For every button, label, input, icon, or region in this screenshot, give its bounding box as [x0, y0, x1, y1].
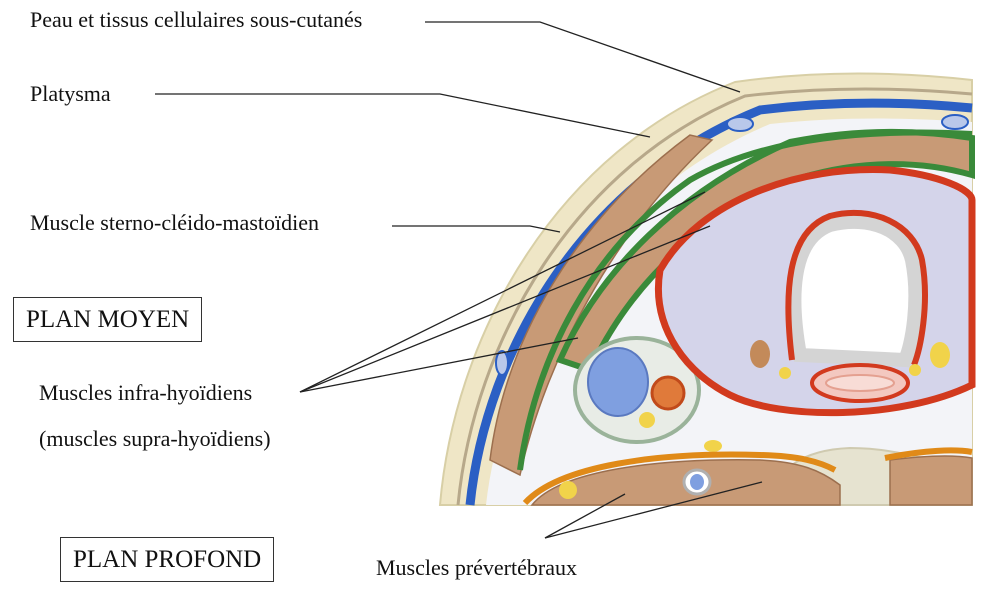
leader-platysma	[155, 93, 651, 138]
anterior-jugular-vein-left	[726, 116, 754, 132]
vagus-nerve	[639, 412, 655, 428]
leader-infra-2	[299, 225, 711, 393]
label-scm: Muscle sterno-cléido-mastoïdien	[30, 210, 319, 235]
parathyroid-left	[750, 340, 770, 368]
label-supra: (muscles supra-hyoïdiens)	[39, 426, 271, 451]
anterior-jugular-vein-right	[941, 114, 969, 130]
external-jugular-vein	[495, 350, 509, 376]
vertebral-vessel-core	[690, 474, 704, 490]
leader-infra-1	[299, 191, 706, 393]
prevertebral-muscles-right	[889, 455, 973, 506]
leader-scm	[392, 225, 561, 233]
internal-jugular-vein	[587, 347, 649, 417]
leader-prevert-1	[544, 493, 626, 539]
label-peau: Peau et tissus cellulaires sous-cutanés	[30, 7, 363, 32]
label-platysma: Platysma	[30, 81, 111, 106]
phrenic-nerve	[559, 481, 577, 499]
leader-infra-3	[299, 337, 579, 393]
label-prevert: Muscles prévertébraux	[376, 555, 577, 580]
prevertebral-fascia-right	[884, 447, 973, 461]
prevertebral-fascia	[522, 451, 837, 506]
label-infra: Muscles infra-hyoïdiens	[39, 380, 253, 405]
sympathetic-nerve	[704, 440, 722, 452]
trachea-ring	[785, 209, 928, 367]
recurrent-nerve-right	[909, 364, 921, 376]
esophagus-lumen	[825, 374, 895, 392]
leader-prevert-2	[544, 481, 763, 539]
scm-muscle	[489, 134, 714, 477]
box-plan-profond: PLAN PROFOND	[60, 537, 275, 582]
leader-lines	[155, 21, 763, 539]
parathyroid-right	[930, 342, 950, 368]
platysma-band	[456, 87, 973, 506]
trachea	[787, 214, 923, 368]
box-plan-moyen: PLAN MOYEN	[13, 297, 203, 342]
leader-peau	[425, 21, 741, 93]
recurrent-nerve-left	[779, 367, 791, 379]
middle-fascia-outer	[517, 129, 973, 471]
carotid-artery	[650, 375, 686, 411]
